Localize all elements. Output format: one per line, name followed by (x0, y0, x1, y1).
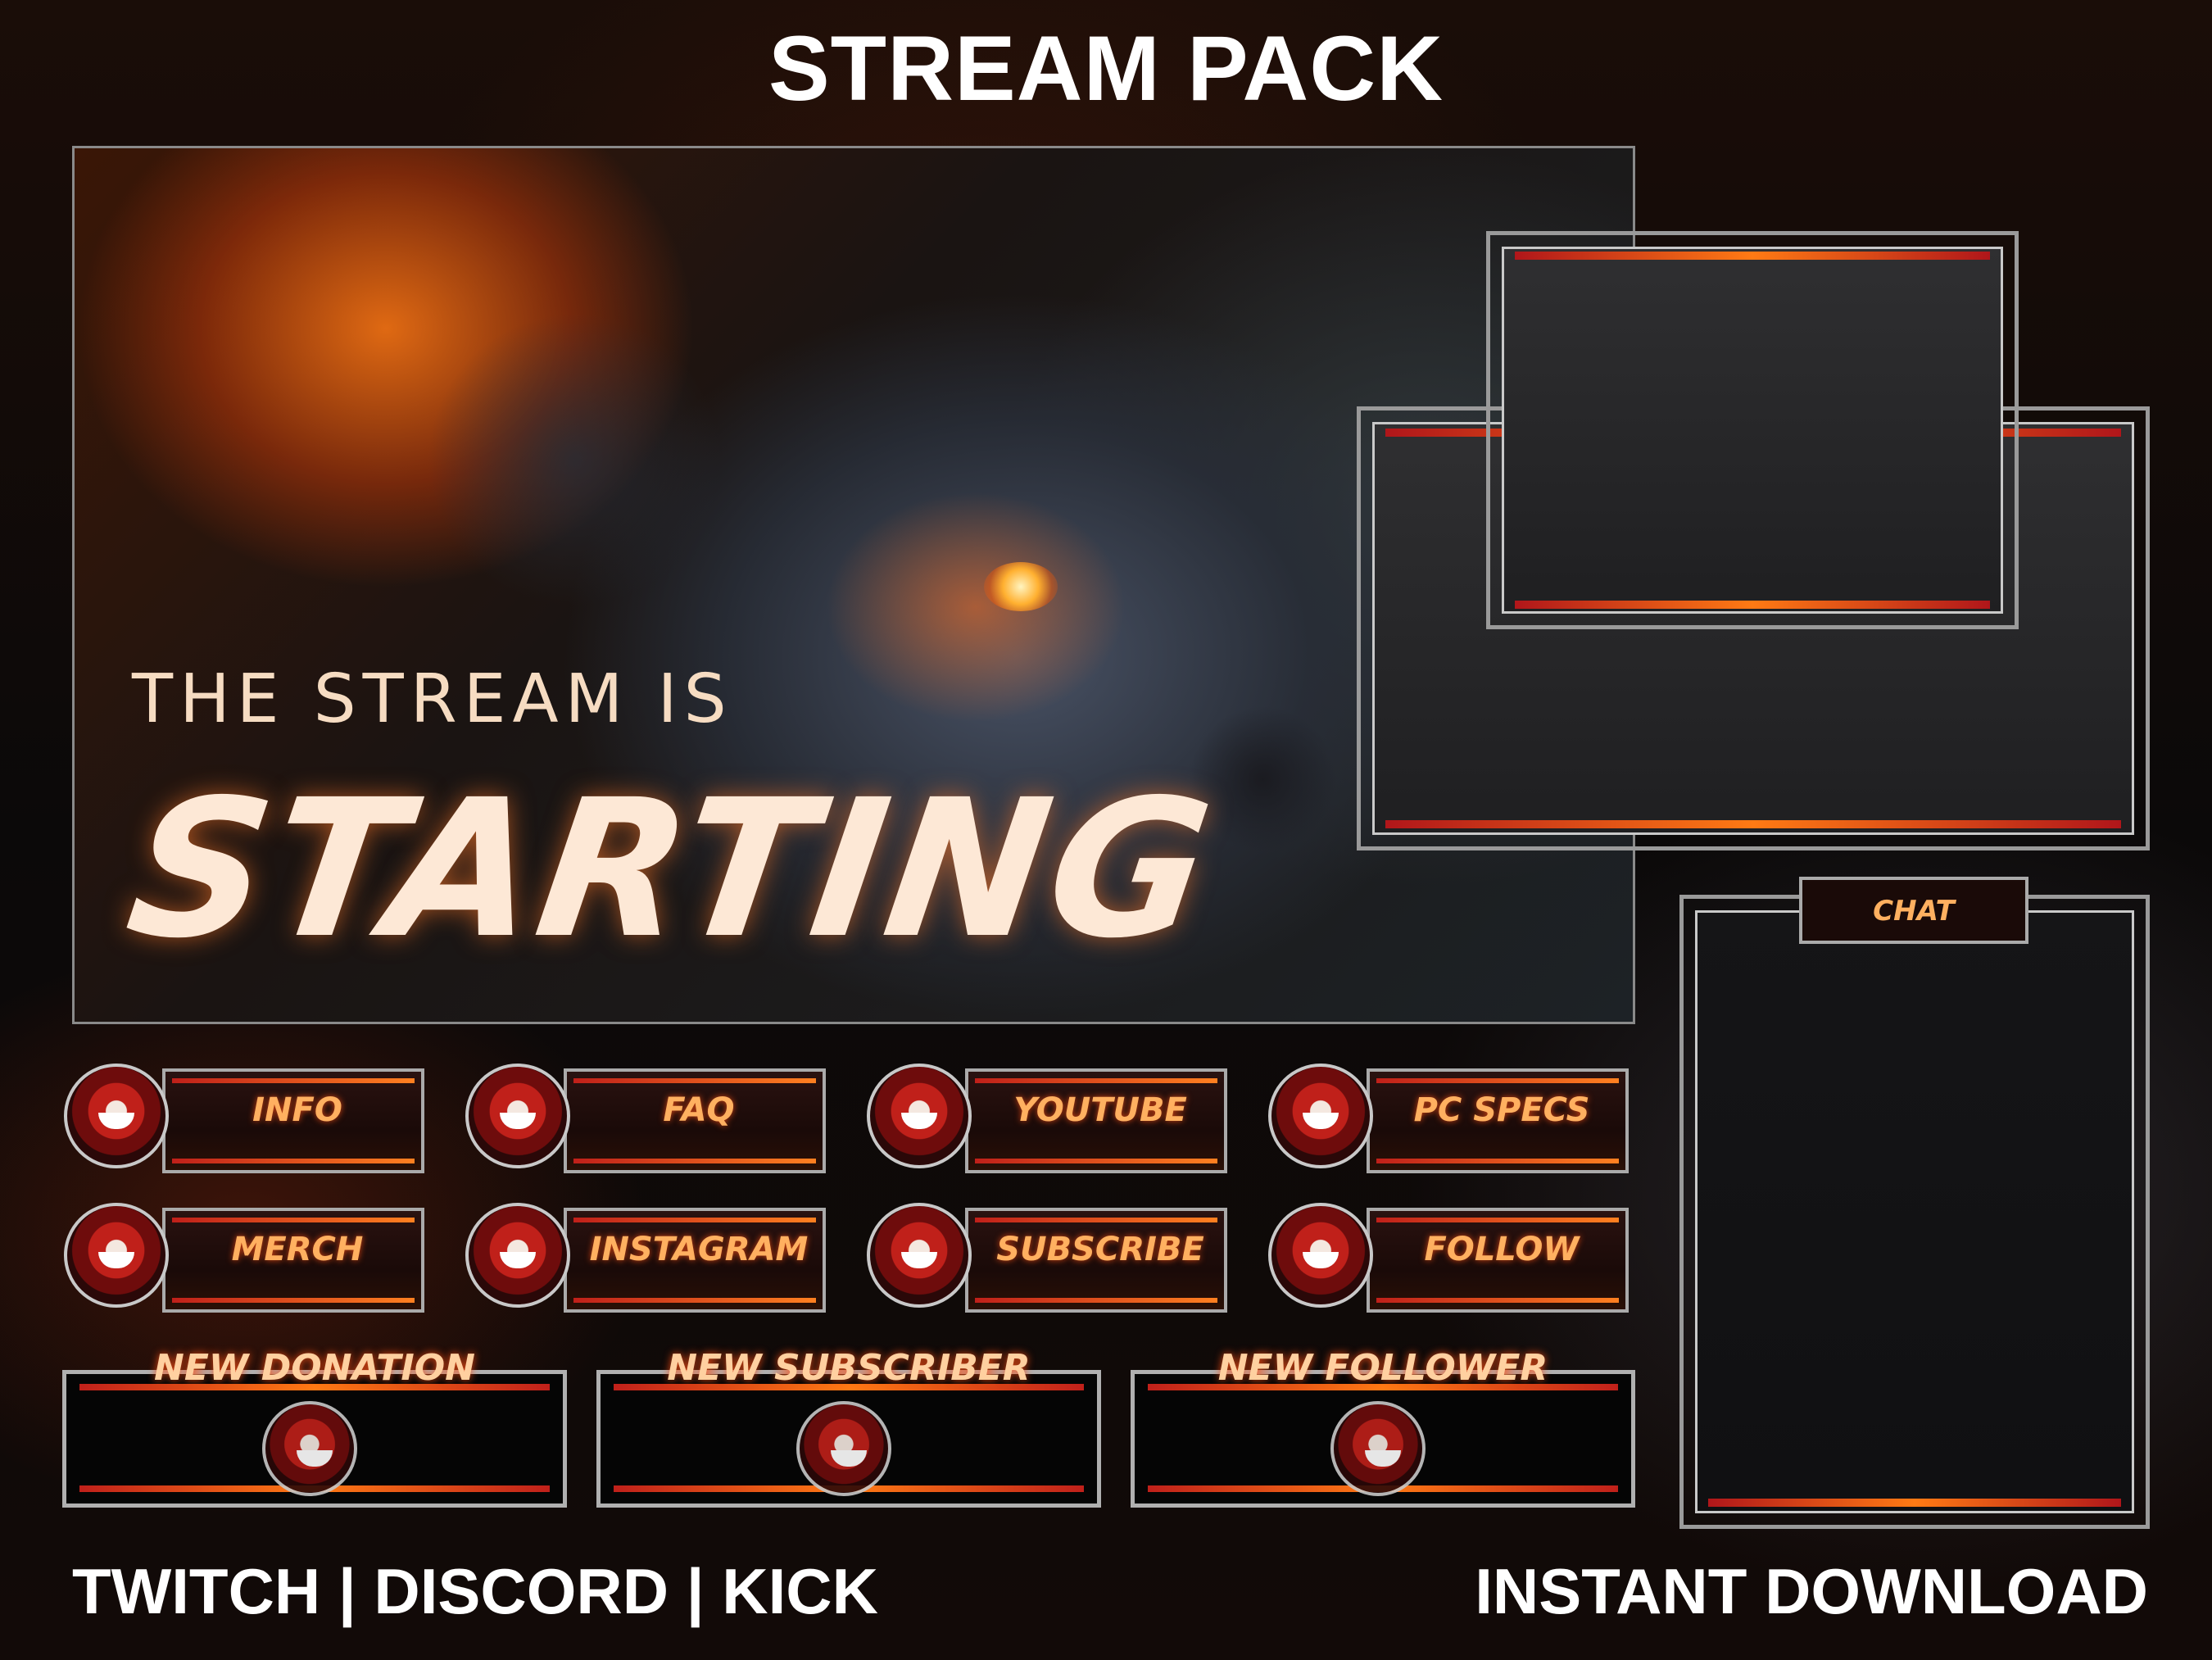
panel-subscribe: SUBSCRIBE (867, 1203, 1227, 1313)
panel-label: INSTAGRAM (589, 1231, 809, 1268)
panel-merch: MERCH (64, 1203, 424, 1313)
tiger-logo-icon (867, 1203, 972, 1308)
panel-follow: FOLLOW (1268, 1203, 1629, 1313)
tiger-logo-icon (465, 1064, 570, 1168)
alert-new-follower: NEW FOLLOWER (1131, 1347, 1635, 1508)
overlay-frame-bottom-bar (1385, 820, 2121, 828)
panel-box (965, 1208, 1227, 1313)
starting-line-2: STARTING (116, 759, 1226, 980)
webcam-frame-top-bar (1515, 252, 1990, 260)
panel-pc-specs: PC SPECS (1268, 1064, 1629, 1173)
alert-label: NEW SUBSCRIBER (667, 1347, 1031, 1389)
tiger-logo-icon (867, 1064, 972, 1168)
page-title: STREAM PACK (768, 17, 1444, 120)
starting-line-1: THE STREAM IS (132, 660, 733, 738)
tiger-logo-icon (64, 1064, 169, 1168)
panel-label: YOUTUBE (1013, 1091, 1187, 1129)
tiger-logo-icon (796, 1401, 891, 1496)
panel-label: MERCH (231, 1231, 364, 1268)
panel-box (162, 1068, 424, 1173)
panel-instagram: INSTAGRAM (465, 1203, 826, 1313)
panel-box (1367, 1068, 1629, 1173)
panel-info: INFO (64, 1064, 424, 1173)
panther-ear-shape (427, 312, 722, 607)
tiger-logo-icon (465, 1203, 570, 1308)
panther-nose-shape (1189, 705, 1336, 853)
panel-youtube: YOUTUBE (867, 1064, 1227, 1173)
panel-label: SUBSCRIBE (996, 1231, 1204, 1268)
chat-label-box: CHAT (1799, 877, 2028, 944)
chat-frame-bottom-bar (1708, 1499, 2121, 1507)
webcam-frame-bottom-bar (1515, 601, 1990, 609)
tiger-logo-icon (1268, 1064, 1373, 1168)
chat-frame-inner (1695, 910, 2134, 1513)
webcam-frame-inner (1502, 247, 2003, 614)
tiger-logo-icon (1268, 1203, 1373, 1308)
tiger-logo-icon (262, 1401, 357, 1496)
panel-label: INFO (252, 1091, 342, 1129)
panel-label: PC SPECS (1413, 1091, 1590, 1129)
panel-box (564, 1208, 826, 1313)
panel-box (1367, 1208, 1629, 1313)
footer-instant-download: INSTANT DOWNLOAD (1475, 1555, 2148, 1627)
panel-label: FOLLOW (1424, 1231, 1580, 1268)
chat-label: CHAT (1873, 895, 1955, 928)
chat-frame (1679, 895, 2150, 1529)
panel-box (564, 1068, 826, 1173)
alert-new-subscriber: NEW SUBSCRIBER (596, 1347, 1101, 1508)
panel-label: FAQ (663, 1091, 735, 1129)
glowing-eye-icon (984, 562, 1058, 611)
alert-new-donation: NEW DONATION (62, 1347, 567, 1508)
tiger-logo-icon (64, 1203, 169, 1308)
alert-label: NEW FOLLOWER (1217, 1347, 1548, 1389)
tiger-logo-icon (1330, 1401, 1426, 1496)
panel-box (965, 1068, 1227, 1173)
alert-label: NEW DONATION (154, 1347, 475, 1389)
panel-faq: FAQ (465, 1064, 826, 1173)
footer-platforms: TWITCH | DISCORD | KICK (72, 1555, 878, 1627)
webcam-frame (1486, 231, 2019, 629)
